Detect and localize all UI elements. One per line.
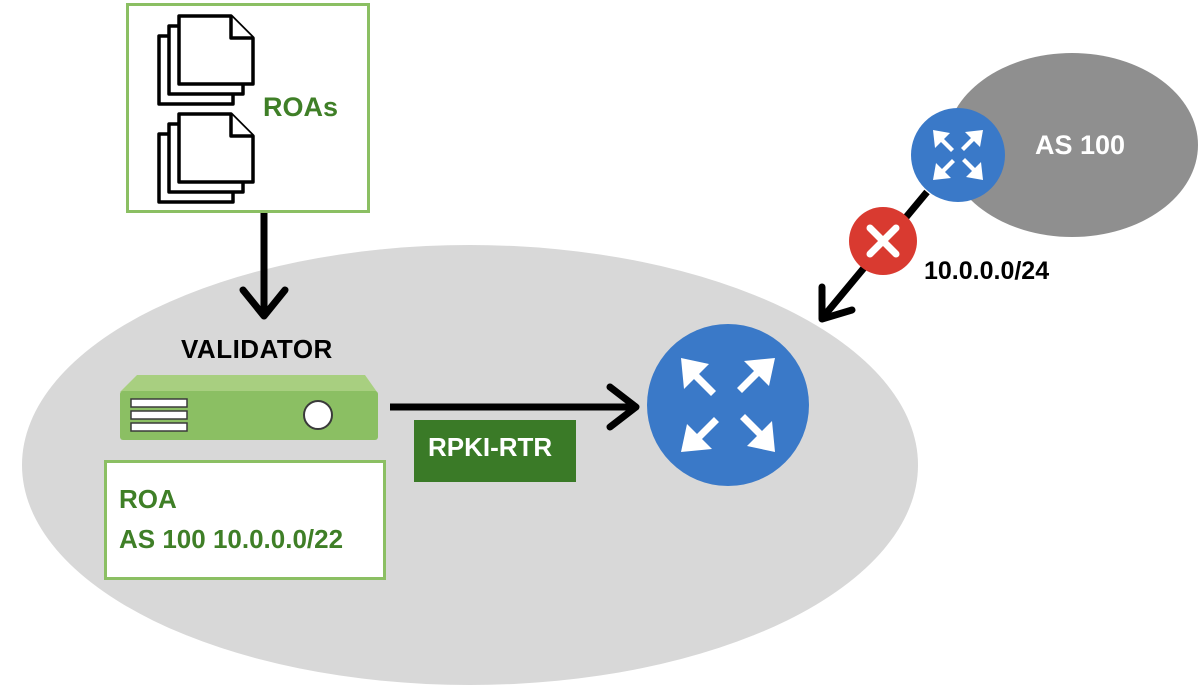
validator-to-router-arrow [390,383,640,431]
announced-prefix-label: 10.0.0.0/24 [924,257,1050,285]
roas-to-validator-arrow [239,213,289,320]
remote-router-icon [911,108,1005,202]
roas-label: ROAs [263,92,339,122]
reject-icon [849,207,917,275]
documents-icon [157,14,255,204]
server-icon [120,375,378,440]
roa-title: ROA [119,484,177,514]
roa-entry: AS 100 10.0.0.0/22 [119,524,344,554]
rpki-rtr-label: RPKI-RTR [428,432,553,462]
roas-box [126,3,370,213]
remote-as-label: AS 100 [1035,130,1126,160]
roa-box [104,460,386,580]
validator-label: VALIDATOR [181,334,333,364]
rpki-rtr-box [414,420,576,482]
remote-as-cloud [946,53,1198,237]
router-icon [647,324,809,486]
